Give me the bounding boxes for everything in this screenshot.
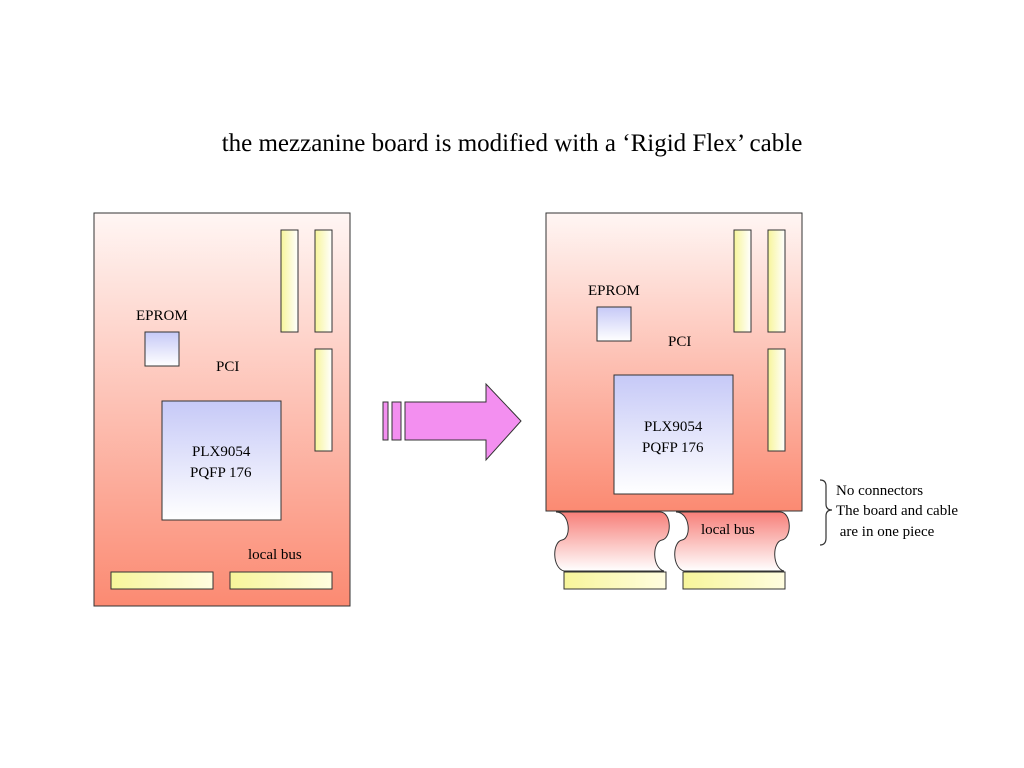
flex-cable [554, 511, 670, 572]
local-bus-connector [563, 571, 667, 590]
arrow-stripe [391, 401, 402, 441]
eprom-label: EPROM [588, 283, 640, 299]
pci-label: PCI [668, 334, 691, 350]
note-line1: No connectors [836, 483, 923, 499]
note-line3: are in one piece [836, 524, 935, 540]
local-bus-connector [229, 571, 333, 590]
local-bus-label: local bus [701, 522, 755, 538]
local-bus-connector [110, 571, 214, 590]
local-bus-label: local bus [248, 547, 302, 563]
plx-chip [613, 374, 734, 495]
pci-connector [767, 348, 786, 452]
pci-connector [767, 229, 786, 333]
brace-icon [819, 479, 833, 546]
flex-cable [674, 511, 790, 572]
plx-chip [161, 400, 282, 521]
pci-connector [314, 229, 333, 333]
arrow-stripe [382, 401, 389, 441]
pci-connector [280, 229, 299, 333]
eprom-chip [144, 331, 180, 367]
pci-connector [314, 348, 333, 452]
before-board: EPROM PCI PLX9054 PQFP 176 local bus [93, 212, 351, 607]
eprom-label: EPROM [136, 308, 188, 324]
slide-title: the mezzanine board is modified with a ‘… [222, 130, 803, 157]
after-board: EPROM PCI PLX9054 PQFP 176 local bus [545, 212, 803, 590]
local-bus-connector [682, 571, 786, 590]
transform-arrow [382, 382, 522, 462]
note-line2: The board and cable [836, 503, 958, 519]
eprom-chip [596, 306, 632, 342]
chip-label-line2: PQFP 176 [190, 465, 252, 481]
chip-label-line1: PLX9054 [192, 444, 251, 460]
chip-label-line2: PQFP 176 [642, 440, 704, 456]
chip-label-line1: PLX9054 [644, 419, 703, 435]
pci-label: PCI [216, 359, 239, 375]
pci-connector [733, 229, 752, 333]
arrow-icon [404, 382, 522, 462]
